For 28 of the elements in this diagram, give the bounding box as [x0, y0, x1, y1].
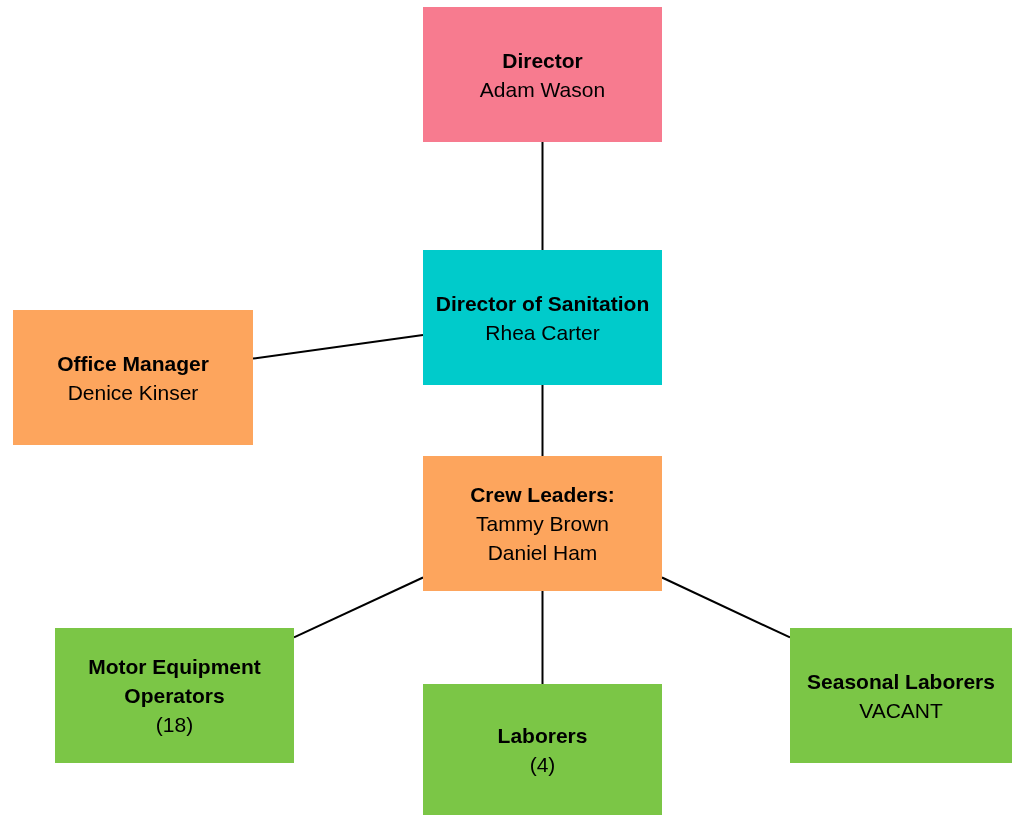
person-name: Rhea Carter [485, 319, 600, 346]
person-name: Adam Wason [479, 76, 606, 103]
connector-line [541, 141, 544, 251]
role-title: Seasonal Laborers [807, 668, 995, 695]
role-box [423, 456, 662, 591]
role-title: Crew Leaders: [470, 482, 615, 508]
person-name: (4) [529, 751, 556, 778]
team-box [55, 628, 294, 763]
team-box [423, 684, 662, 815]
role-title: Laborers [497, 722, 588, 749]
person-name: Daniel Ham [487, 540, 598, 566]
connector-line [293, 576, 424, 639]
connector-line [661, 576, 791, 639]
person-name: (18) [155, 712, 194, 738]
role-title: Director of Sanitation [435, 290, 650, 317]
department-box [423, 250, 662, 385]
connector-line [541, 590, 544, 685]
role-title: Director [502, 47, 583, 74]
connector-line [252, 334, 424, 360]
role-title: Office Manager [57, 350, 209, 377]
person-name: VACANT [859, 697, 943, 724]
connector-line [541, 384, 544, 457]
role-box [13, 310, 253, 445]
title-box [423, 7, 662, 142]
person-name: Denice Kinser [67, 379, 199, 406]
role-title: Motor Equipment Operators [87, 654, 262, 709]
person-name: Tammy Brown [476, 511, 609, 537]
team-box [790, 628, 1012, 763]
